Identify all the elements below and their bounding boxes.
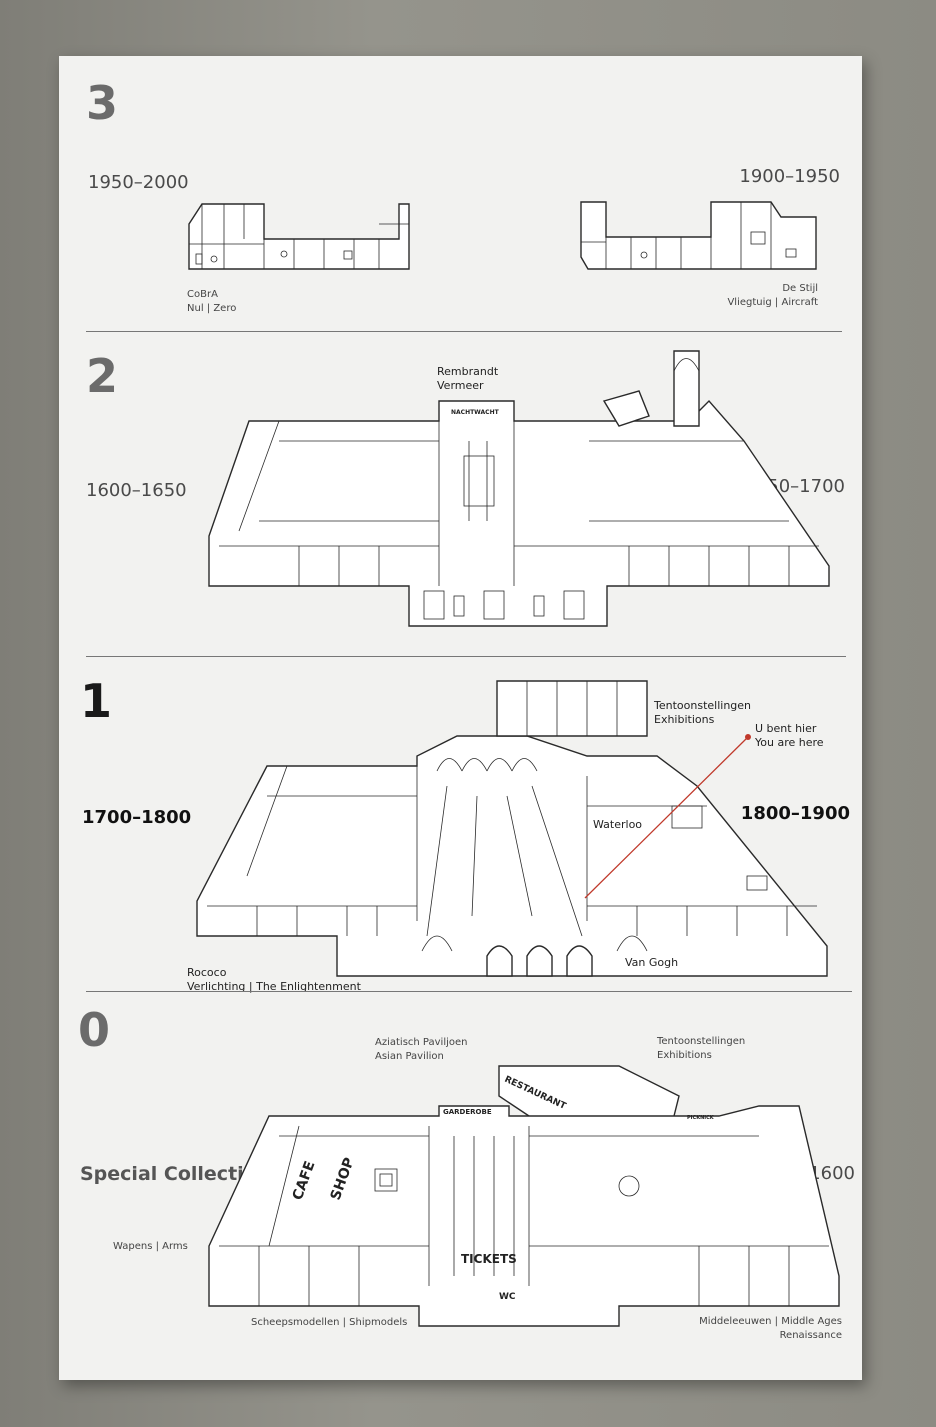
floor1-exhibitions-label-2: Exhibitions — [654, 713, 715, 726]
middle-ages-label-1: Middeleeuwen | Middle Ages — [699, 1316, 842, 1327]
waterloo-label: Waterloo — [593, 818, 643, 831]
floor3-left-label-2: Nul | Zero — [187, 303, 237, 314]
floor1-right-era: 1800–1900 — [740, 803, 850, 824]
floor2-left-era: 1600–1650 — [86, 480, 187, 501]
floor3-divider — [86, 331, 842, 332]
floor1-left-era: 1700–1800 — [82, 807, 192, 828]
floor3-right-wing-plan — [580, 201, 817, 270]
floor-plan-sign: 3 1950–2000 1900–1950 CoBrA Nul | Zero D… — [59, 56, 862, 1380]
floor2-divider — [86, 656, 846, 657]
floor0-exhibitions-label-1: Tentoonstellingen — [657, 1036, 746, 1047]
floor1-divider — [86, 991, 852, 992]
asian-pavilion-label-1: Aziatisch Paviljoen — [375, 1037, 468, 1048]
special-collections-label: Special Collections — [80, 1163, 282, 1185]
svg-text:NACHTWACHT: NACHTWACHT — [451, 409, 500, 416]
floor1-left-label-2: Verlichting | The Enlightenment — [187, 980, 361, 993]
floor3-left-wing-plan — [188, 203, 410, 270]
floor-number-3: 3 — [86, 76, 119, 130]
floor3-left-label-1: CoBrA — [187, 289, 218, 300]
floor3-left-era: 1950–2000 — [88, 172, 189, 193]
floor2-top-label-2: Vermeer — [437, 379, 484, 392]
floor1-plan — [196, 680, 828, 977]
you-are-here-label-2: You are here — [755, 736, 824, 749]
floor0-exhibitions-label-2: Exhibitions — [657, 1050, 712, 1061]
svg-text:WC: WC — [499, 1292, 516, 1302]
svg-text:TICKETS: TICKETS — [461, 1252, 517, 1266]
floor1-left-label-1: Rococo — [187, 966, 227, 979]
asian-pavilion-label-2: Asian Pavilion — [375, 1051, 444, 1062]
floor3-right-era: 1900–1950 — [739, 166, 840, 187]
floor3-right-label-1: De Stijl — [782, 283, 818, 294]
floor0-plan: RESTAURANT GARDEROBE CAFE SHOP TICKETS W… — [208, 1065, 840, 1327]
svg-text:PICKNICK: PICKNICK — [687, 1115, 715, 1121]
arms-label: Wapens | Arms — [113, 1241, 188, 1252]
floor-number-2: 2 — [86, 349, 119, 403]
floor3-right-label-2: Vliegtuig | Aircraft — [727, 297, 818, 308]
floor-number-0: 0 — [78, 1003, 111, 1057]
you-are-here-label-1: U bent hier — [755, 722, 817, 735]
floor-number-1: 1 — [80, 674, 113, 728]
van-gogh-label: Van Gogh — [625, 956, 679, 969]
shipmodels-label: Scheepsmodellen | Shipmodels — [251, 1317, 408, 1328]
floor1-exhibitions-label-1: Tentoonstellingen — [654, 699, 752, 712]
middle-ages-label-2: Renaissance — [779, 1330, 842, 1341]
svg-text:GARDEROBE: GARDEROBE — [443, 1108, 492, 1116]
floor2-top-label-1: Rembrandt — [437, 365, 499, 378]
floor2-plan: NACHTWACHT — [208, 350, 830, 627]
